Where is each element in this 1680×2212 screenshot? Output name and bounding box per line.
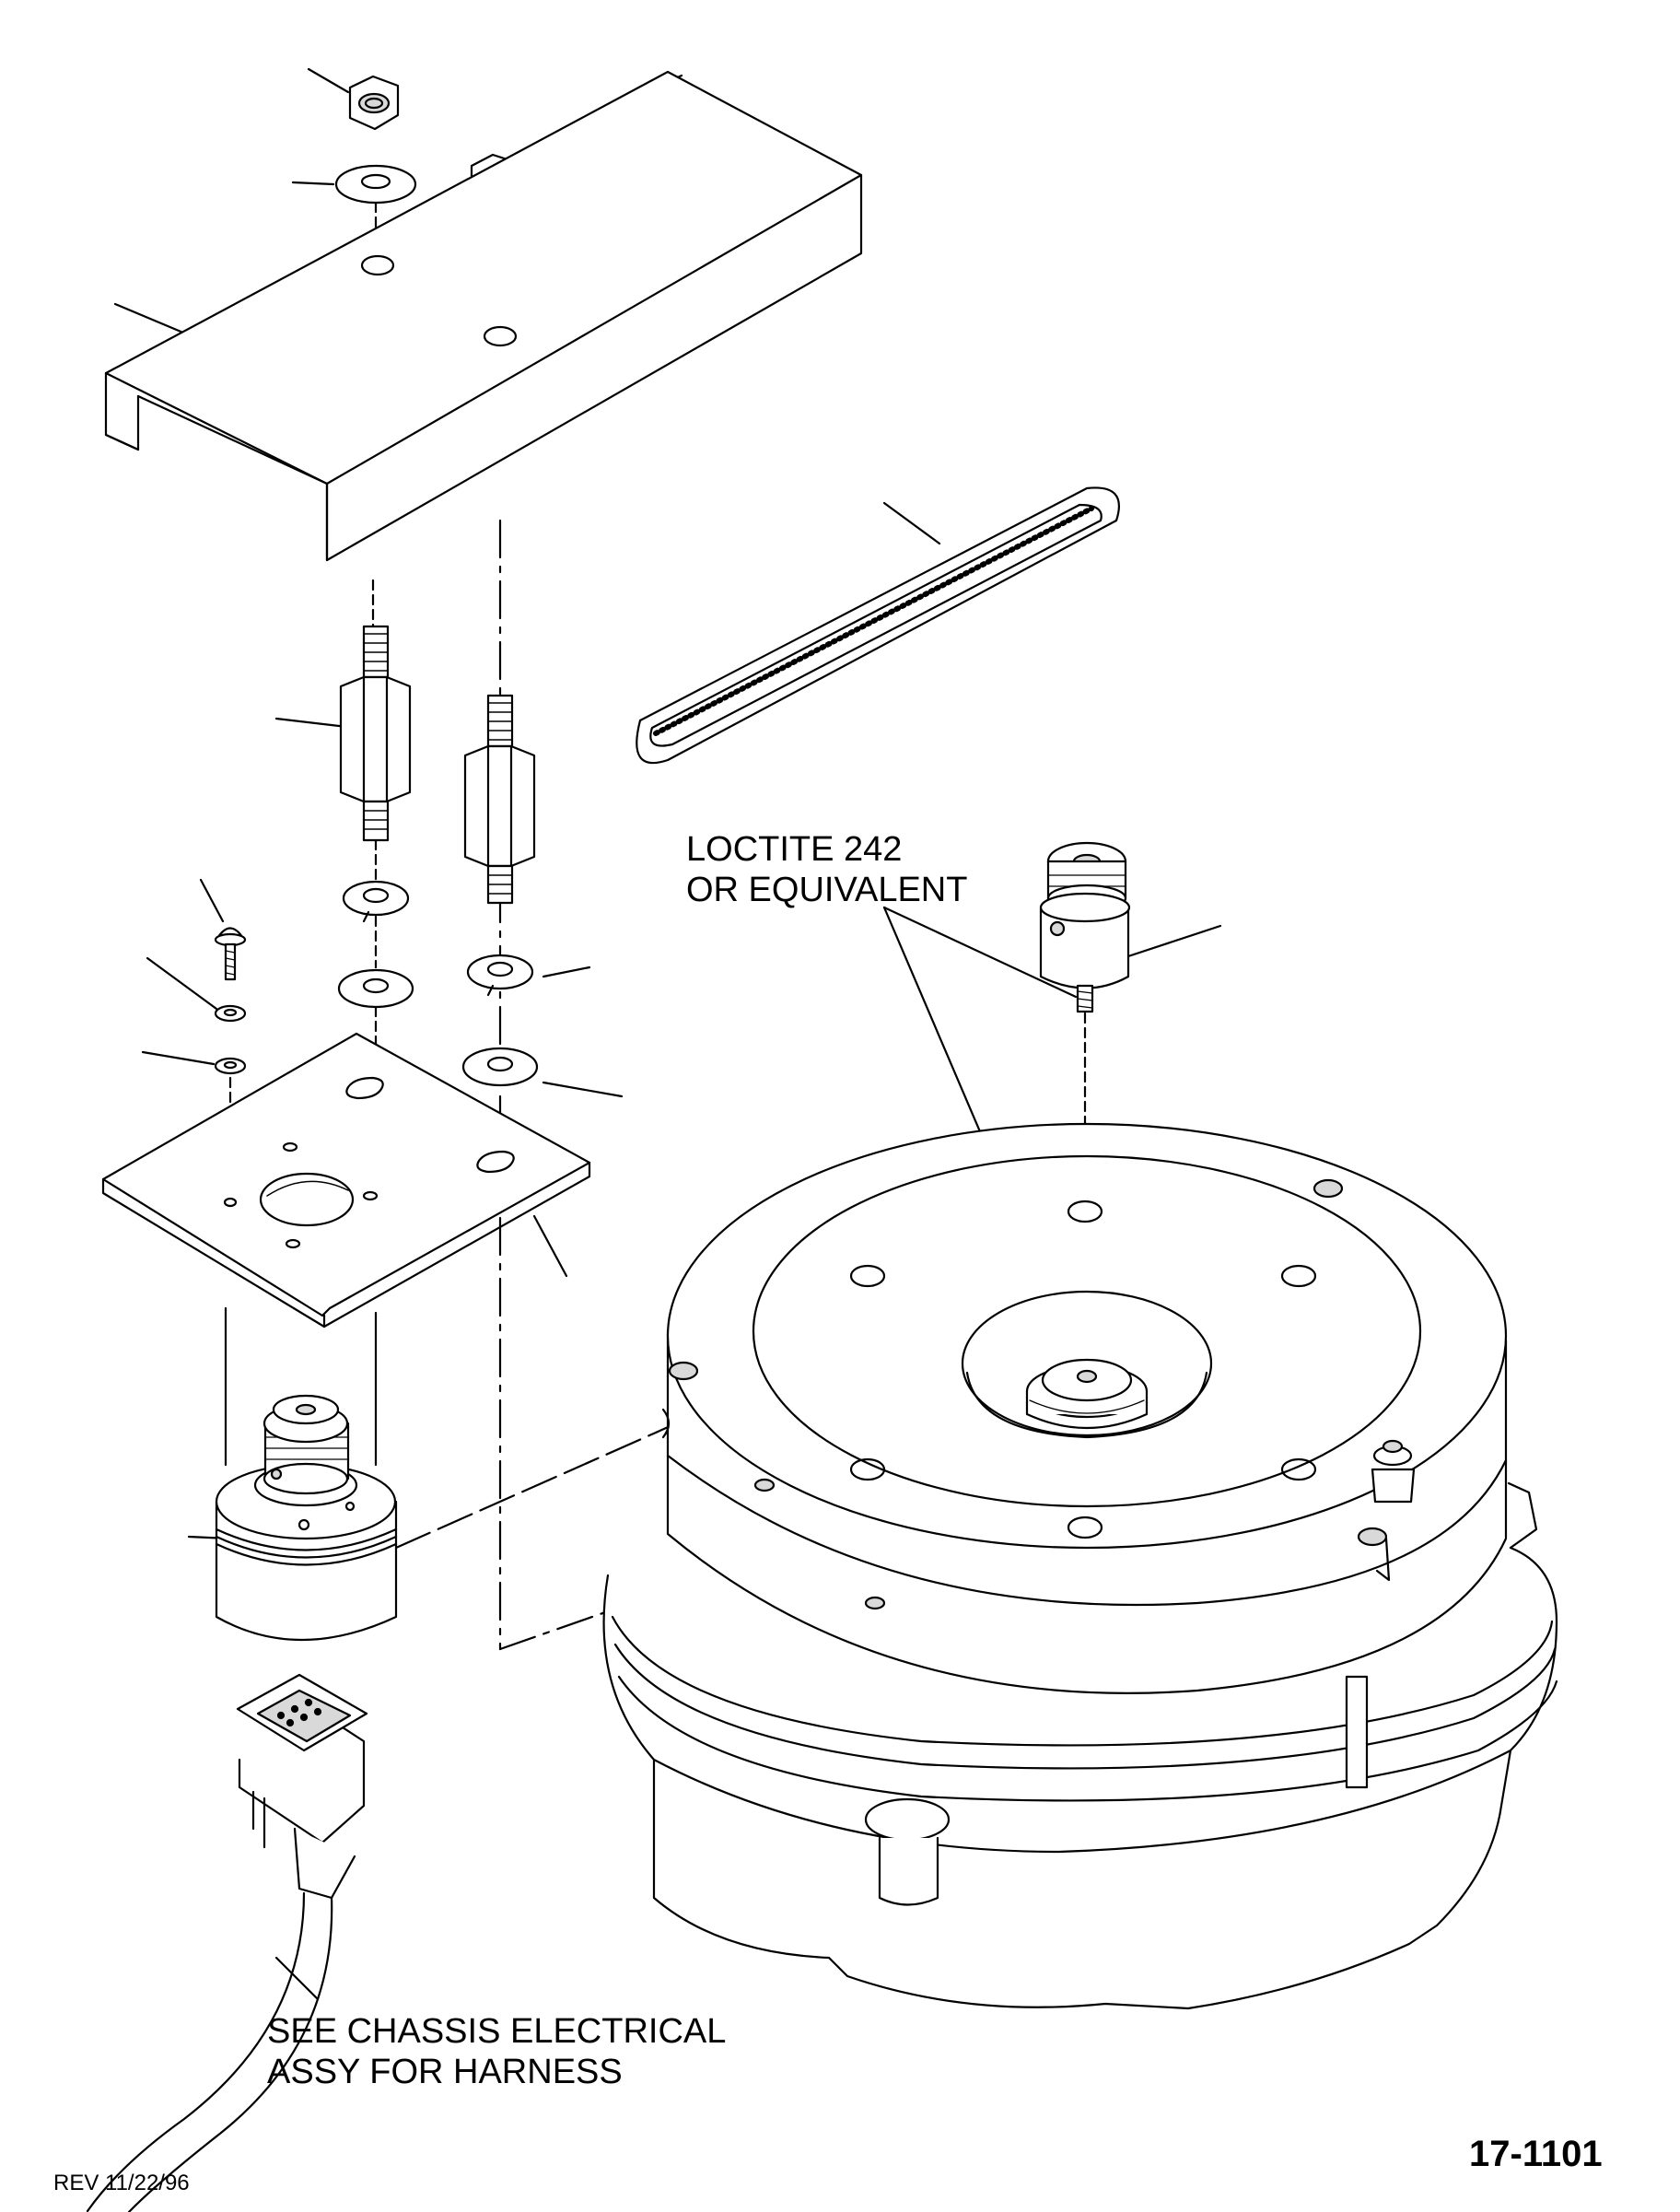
motor-mount-plate [101, 1032, 591, 1328]
db9-connector [236, 1673, 368, 1900]
lock-washer-left [342, 880, 410, 923]
encoder-motor [187, 1380, 766, 1641]
lock-washer-right [466, 954, 591, 997]
timing-belt [636, 486, 1121, 765]
pan-head-screw [199, 878, 247, 981]
harness-cable [86, 1891, 333, 2212]
channel-bracket [104, 70, 863, 562]
drawing-number: 17-1101 [1469, 2134, 1603, 2174]
main-turntable [602, 1122, 1558, 2010]
top-left-nut [307, 67, 400, 131]
small-lock-washer [146, 956, 247, 1023]
revision-label: REV 11/22/96 [53, 2171, 190, 2195]
harness-note: SEE CHASSIS ELECTRICAL ASSY FOR HARNESS [267, 2011, 726, 2092]
small-pulley [1039, 841, 1222, 1144]
flat-washer-right [461, 1047, 624, 1098]
standoff-left [274, 579, 412, 882]
guide-lines [224, 1306, 378, 1467]
loctite-note: LOCTITE 242 OR EQUIVALENT [686, 829, 967, 910]
standoff-right [463, 694, 536, 905]
harness-note-line-2: ASSY FOR HARNESS [267, 2053, 623, 2091]
top-left-washer [291, 164, 417, 249]
harness-note-line-1: SEE CHASSIS ELECTRICAL [267, 2012, 727, 2051]
loctite-note-line-1: LOCTITE 242 [686, 830, 903, 869]
loctite-note-line-2: OR EQUIVALENT [686, 871, 968, 909]
flat-washer-left [337, 915, 414, 1047]
